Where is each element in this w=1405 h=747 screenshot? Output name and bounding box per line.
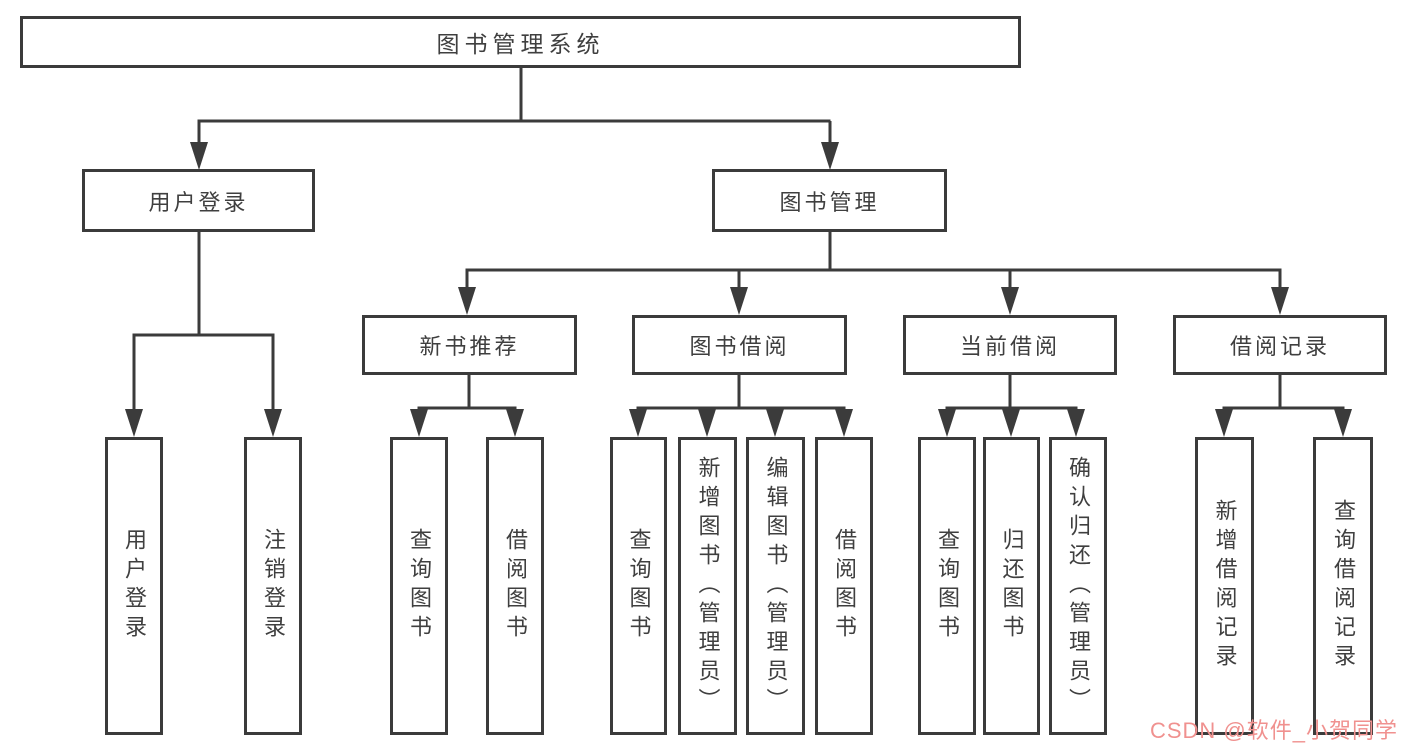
- node-user-login-label: 用户登录: [148, 189, 249, 215]
- node-new-book-recommend-label: 新书推荐: [419, 334, 520, 359]
- node-borrow-records: 借阅记录: [1173, 315, 1387, 375]
- node-current-borrow: 当前借阅: [903, 315, 1117, 375]
- arrowhead: [766, 409, 784, 437]
- leaf-query-books-current: 查询图书: [918, 437, 976, 735]
- node-borrow-records-label: 借阅记录: [1229, 334, 1330, 359]
- node-new-book-recommend: 新书推荐: [362, 315, 577, 375]
- arrowhead: [125, 409, 143, 437]
- leaf-user-login: 用户登录: [105, 437, 163, 735]
- leaf-return-books-label: 归还图书: [999, 528, 1025, 644]
- leaf-add-borrow-record: 新增借阅记录: [1195, 437, 1254, 735]
- connector-root-to-level2: [197, 68, 832, 144]
- arrowhead: [190, 142, 208, 170]
- connector-records-to-leaves: [1222, 375, 1345, 411]
- leaf-query-borrow-record: 查询借阅记录: [1313, 437, 1373, 735]
- leaf-query-books-borrow: 查询图书: [610, 437, 667, 735]
- node-book-borrow: 图书借阅: [632, 315, 847, 375]
- arrowhead: [506, 409, 524, 437]
- arrowhead: [1001, 287, 1019, 315]
- arrowhead: [1271, 287, 1289, 315]
- connector-bookmgmt-to-level3: [465, 232, 1282, 289]
- arrowhead: [835, 409, 853, 437]
- leaf-add-book-admin: 新增图书（管理员）: [678, 437, 737, 735]
- arrowhead: [1002, 409, 1020, 437]
- leaf-query-books-recommend: 查询图书: [390, 437, 448, 735]
- node-book-management-label: 图书管理: [779, 189, 880, 215]
- leaf-borrow-books-recommend: 借阅图书: [486, 437, 544, 735]
- arrowhead: [629, 409, 647, 437]
- arrowhead: [410, 409, 428, 437]
- connector-newbook-to-leaves: [417, 375, 517, 411]
- arrowhead: [264, 409, 282, 437]
- node-current-borrow-label: 当前借阅: [959, 334, 1060, 359]
- arrowhead: [1215, 409, 1233, 437]
- arrowhead: [698, 409, 716, 437]
- leaf-user-login-label: 用户登录: [122, 528, 147, 644]
- node-user-login: 用户登录: [82, 169, 315, 232]
- leaf-confirm-return-admin-label: 确认归还（管理员）: [1066, 455, 1091, 717]
- leaf-query-borrow-record-label: 查询借阅记录: [1331, 499, 1356, 673]
- leaf-edit-book-admin: 编辑图书（管理员）: [746, 437, 805, 735]
- leaf-logout-label: 注销登录: [261, 528, 286, 644]
- leaf-borrow-books-label: 借阅图书: [832, 528, 857, 644]
- connector-userlogin-to-leaves: [132, 232, 275, 410]
- leaf-confirm-return-admin: 确认归还（管理员）: [1049, 437, 1107, 735]
- leaf-query-books-recommend-label: 查询图书: [407, 528, 432, 644]
- arrowhead: [1067, 409, 1085, 437]
- leaf-query-books-borrow-label: 查询图书: [626, 528, 652, 644]
- leaf-logout: 注销登录: [244, 437, 302, 735]
- leaf-query-books-current-label: 查询图书: [935, 528, 960, 644]
- leaf-borrow-books-recommend-label: 借阅图书: [503, 528, 528, 644]
- node-book-borrow-label: 图书借阅: [689, 334, 790, 359]
- node-book-management: 图书管理: [712, 169, 947, 232]
- arrowhead: [730, 287, 748, 315]
- arrowhead: [458, 287, 476, 315]
- node-root: 图书管理系统: [20, 16, 1021, 68]
- leaf-add-borrow-record-label: 新增借阅记录: [1212, 499, 1238, 673]
- node-root-label: 图书管理系统: [436, 31, 605, 57]
- arrowhead: [938, 409, 956, 437]
- leaf-add-book-admin-label: 新增图书（管理员）: [695, 455, 721, 717]
- connector-bookborrow-to-leaves: [636, 375, 846, 411]
- leaf-borrow-books: 借阅图书: [815, 437, 873, 735]
- leaf-return-books: 归还图书: [983, 437, 1040, 735]
- csdn-watermark: CSDN @软件_小贺同学: [1149, 718, 1398, 743]
- arrowhead: [1334, 409, 1352, 437]
- leaf-edit-book-admin-label: 编辑图书（管理员）: [763, 455, 789, 717]
- connector-currentborrow-to-leaves: [945, 375, 1078, 411]
- arrowhead: [821, 142, 839, 170]
